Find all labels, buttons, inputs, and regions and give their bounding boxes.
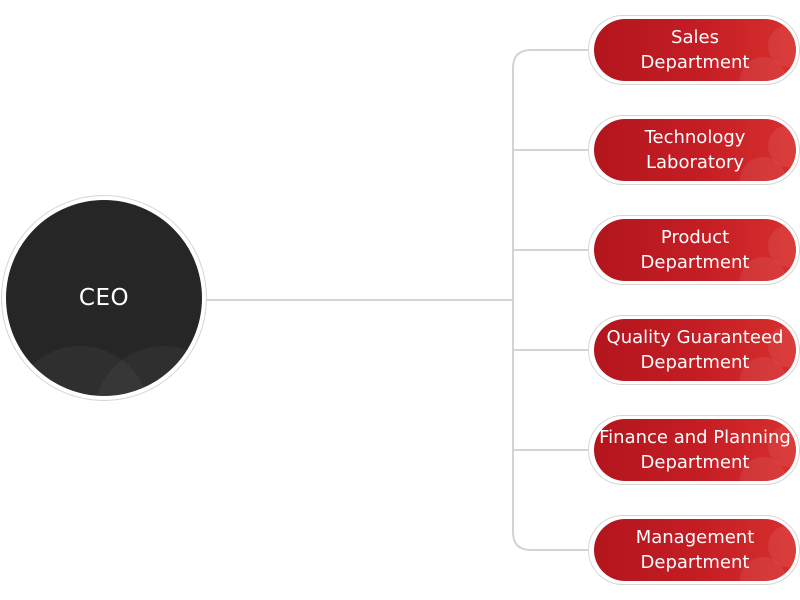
department-label-line2: Department	[640, 452, 750, 473]
department-label: Finance and Planning Department	[594, 419, 796, 481]
department-decor-bubble	[768, 425, 796, 467]
department-label-line2: Department	[640, 552, 750, 573]
department-node-technology: Technology Laboratory	[594, 119, 796, 181]
department-label: Product Department	[594, 219, 796, 281]
department-label-line1: Product	[660, 227, 730, 248]
department-label-line1: Finance and Planning	[599, 427, 791, 448]
department-label-line2: Department	[640, 352, 750, 373]
department-label-line2: Department	[640, 52, 750, 73]
department-label: Quality Guaranteed Department	[594, 319, 796, 381]
department-decor-bubble	[768, 25, 796, 67]
department-label: Sales Department	[594, 19, 796, 81]
department-decor-bubble	[768, 225, 796, 267]
vertical-spine-line	[512, 49, 532, 551]
department-label-line1: Technology	[644, 127, 746, 148]
department-label-line2: Department	[640, 252, 750, 273]
department-label-line1: Quality Guaranteed	[606, 327, 784, 348]
ceo-label: CEO	[78, 285, 130, 311]
department-decor-bubble	[768, 525, 796, 567]
department-label-line1: Management	[635, 527, 755, 548]
department-label: Management Department	[594, 519, 796, 581]
department-label: Technology Laboratory	[594, 119, 796, 181]
department-node-product: Product Department	[594, 219, 796, 281]
department-label-line2: Laboratory	[645, 152, 745, 173]
department-node-management: Management Department	[594, 519, 796, 581]
department-decor-bubble	[768, 325, 796, 367]
department-node-sales: Sales Department	[594, 19, 796, 81]
department-decor-bubble	[768, 125, 796, 167]
ceo-node: CEO	[6, 200, 202, 396]
department-node-finance: Finance and Planning Department	[594, 419, 796, 481]
department-label-line1: Sales	[671, 27, 719, 48]
department-node-quality: Quality Guaranteed Department	[594, 319, 796, 381]
